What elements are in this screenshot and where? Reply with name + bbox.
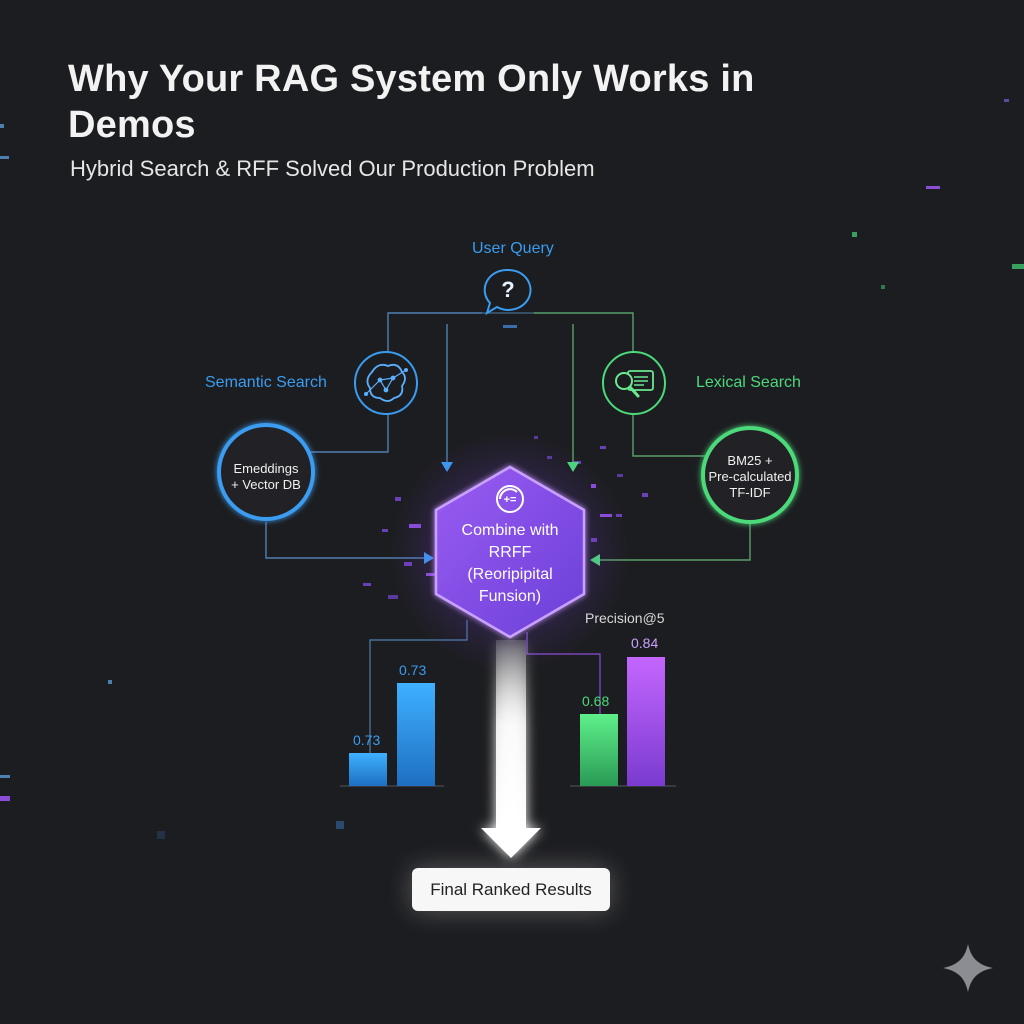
precision-label: Precision@5 <box>585 610 665 626</box>
fusion-line-1: Combine with <box>461 522 559 539</box>
lexical-node-line-3: TF-IDF <box>729 485 771 500</box>
fusion-text: Combine with RRFF (Reoripipital Funsion) <box>436 520 584 608</box>
bar-value-label: 0.73 <box>399 662 427 678</box>
lexical-node-line-1: BM25 + <box>727 453 773 468</box>
semantic-node <box>217 423 315 521</box>
fusion-calculator-icon: += <box>496 485 524 513</box>
chart-bar <box>397 683 435 786</box>
bar-value-label: 0.68 <box>582 693 610 709</box>
bar-value-label: 0.84 <box>631 635 659 651</box>
speech-bubble-question-icon: ? <box>483 268 532 316</box>
down-arrow <box>481 640 541 858</box>
document-magnifier-icon <box>602 351 666 415</box>
fusion-line-3: (Reoripipital <box>467 566 553 583</box>
fusion-hexagon <box>434 465 586 639</box>
bars-layer <box>349 657 665 786</box>
lexical-search-label: Lexical Search <box>696 374 801 391</box>
page-subtitle: Hybrid Search & RFF Solved Our Productio… <box>70 156 595 181</box>
svg-text:?: ? <box>501 277 514 302</box>
sparkle-logo-icon <box>943 944 993 992</box>
chart-bar <box>580 714 618 786</box>
semantic-node-line-2: + Vector DB <box>231 477 301 492</box>
fusion-line-2: RRFF <box>488 544 532 561</box>
semantic-search-label: Semantic Search <box>205 374 327 391</box>
semantic-node-line-1: Emeddings <box>233 461 299 476</box>
chart-bar <box>627 657 665 786</box>
semantic-node-text: Emeddings + Vector DB <box>216 461 316 493</box>
lexical-node-text: BM25 + Pre-calculated TF-IDF <box>700 453 800 501</box>
bar-value-label: 0.73 <box>353 732 381 748</box>
user-query-label: User Query <box>472 240 554 257</box>
lexical-node <box>701 426 799 524</box>
chart-bar <box>349 753 387 786</box>
query-port <box>503 325 517 328</box>
svg-text:+=: += <box>504 494 517 506</box>
decorative-particles <box>0 99 1024 839</box>
page-title: Why Your RAG System Only Works in Demos <box>68 58 755 146</box>
lexical-node-line-2: Pre-calculated <box>708 469 792 484</box>
brain-network-icon <box>354 351 418 415</box>
final-ranked-results: Final Ranked Results <box>412 868 610 911</box>
fusion-line-4: Funsion) <box>478 588 542 605</box>
